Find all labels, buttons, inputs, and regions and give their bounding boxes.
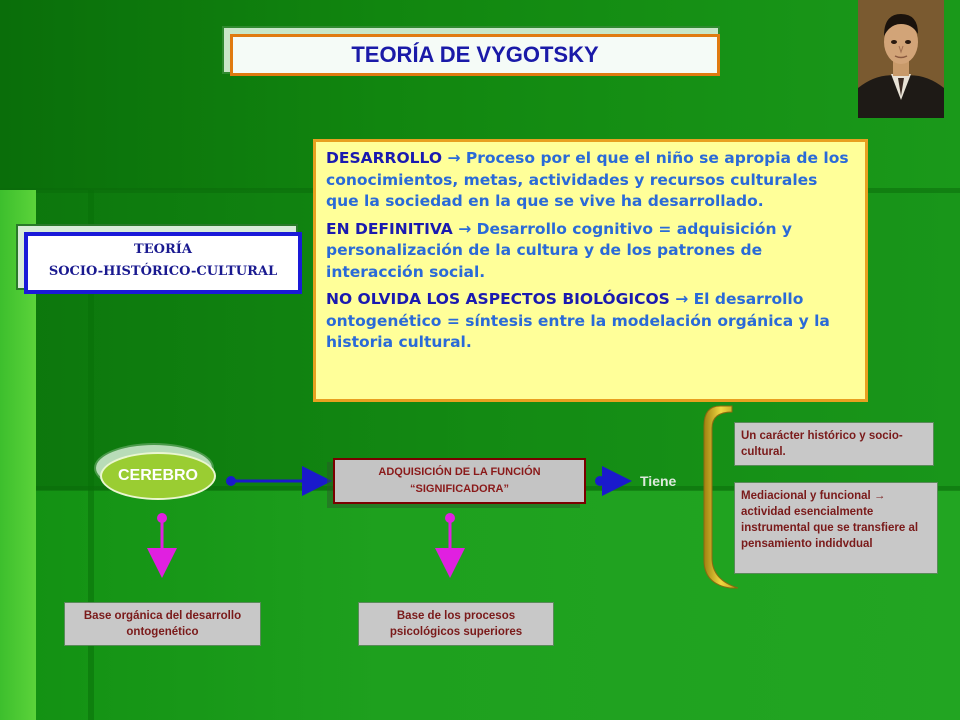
definition-paragraph-3: NO OLVIDA LOS ASPECTOS BIOLÓGICOS → El d… <box>326 289 855 354</box>
definition-key-2: EN DEFINITIVA <box>326 219 453 238</box>
arrow-right-icon: → <box>452 219 477 238</box>
function-line1: ADQUISICIÓN DE LA FUNCIÓN <box>378 466 541 478</box>
arrow-right-icon: → <box>669 290 694 308</box>
definition-text-3: El desarrollo ontogenético = síntesis en… <box>326 290 830 351</box>
tiene-label: Tiene <box>640 473 677 489</box>
definition-box: DESARROLLO → Proceso por el que el niño … <box>313 139 868 402</box>
portrait-icon <box>858 0 944 118</box>
theory-box: TEORÍA SOCIO-HISTÓRICO-CULTURAL <box>24 232 302 294</box>
bracket-icon <box>703 405 739 589</box>
characteristic-box-2: Mediacional y funcional → actividad esen… <box>734 482 938 574</box>
definition-text-2: Desarrollo cognitivo = adquisición y per… <box>326 219 793 281</box>
vertical-line <box>88 190 94 720</box>
theory-line2: SOCIO-HISTÓRICO-CULTURAL <box>48 264 278 279</box>
arrow-right-icon <box>595 466 632 496</box>
theory-line1: TEORÍA <box>134 242 192 257</box>
function-line2: “SIGNIFICADORA” <box>410 483 509 495</box>
characteristic-box-1: Un carácter histórico y socio-cultural. <box>734 422 934 466</box>
portrait-photo <box>858 0 944 118</box>
definition-paragraph-1: DESARROLLO → Proceso por el que el niño … <box>326 148 855 213</box>
definition-key-1: DESARROLLO <box>326 149 443 167</box>
arrow-down-icon <box>435 513 465 578</box>
definition-text-1: Proceso por el que el niño se apropia de… <box>326 149 849 210</box>
base-box-1: Base orgánica del desarrollo ontogenétic… <box>64 602 261 646</box>
arrow-right-icon: → <box>442 149 466 167</box>
base-box-2: Base de los procesos psicológicos superi… <box>358 602 554 646</box>
definition-key-3: NO OLVIDA LOS ASPECTOS BIOLÓGICOS <box>326 290 670 308</box>
arrow-right-icon <box>226 466 332 496</box>
arrow-down-icon <box>147 513 177 578</box>
cerebro-node: CEREBRO <box>100 452 216 500</box>
definition-paragraph-2: EN DEFINITIVA → Desarrollo cognitivo = a… <box>326 219 855 284</box>
slide-title: TEORÍA DE VYGOTSKY <box>230 34 720 76</box>
function-box: ADQUISICIÓN DE LA FUNCIÓN “SIGNIFICADORA… <box>333 458 586 504</box>
